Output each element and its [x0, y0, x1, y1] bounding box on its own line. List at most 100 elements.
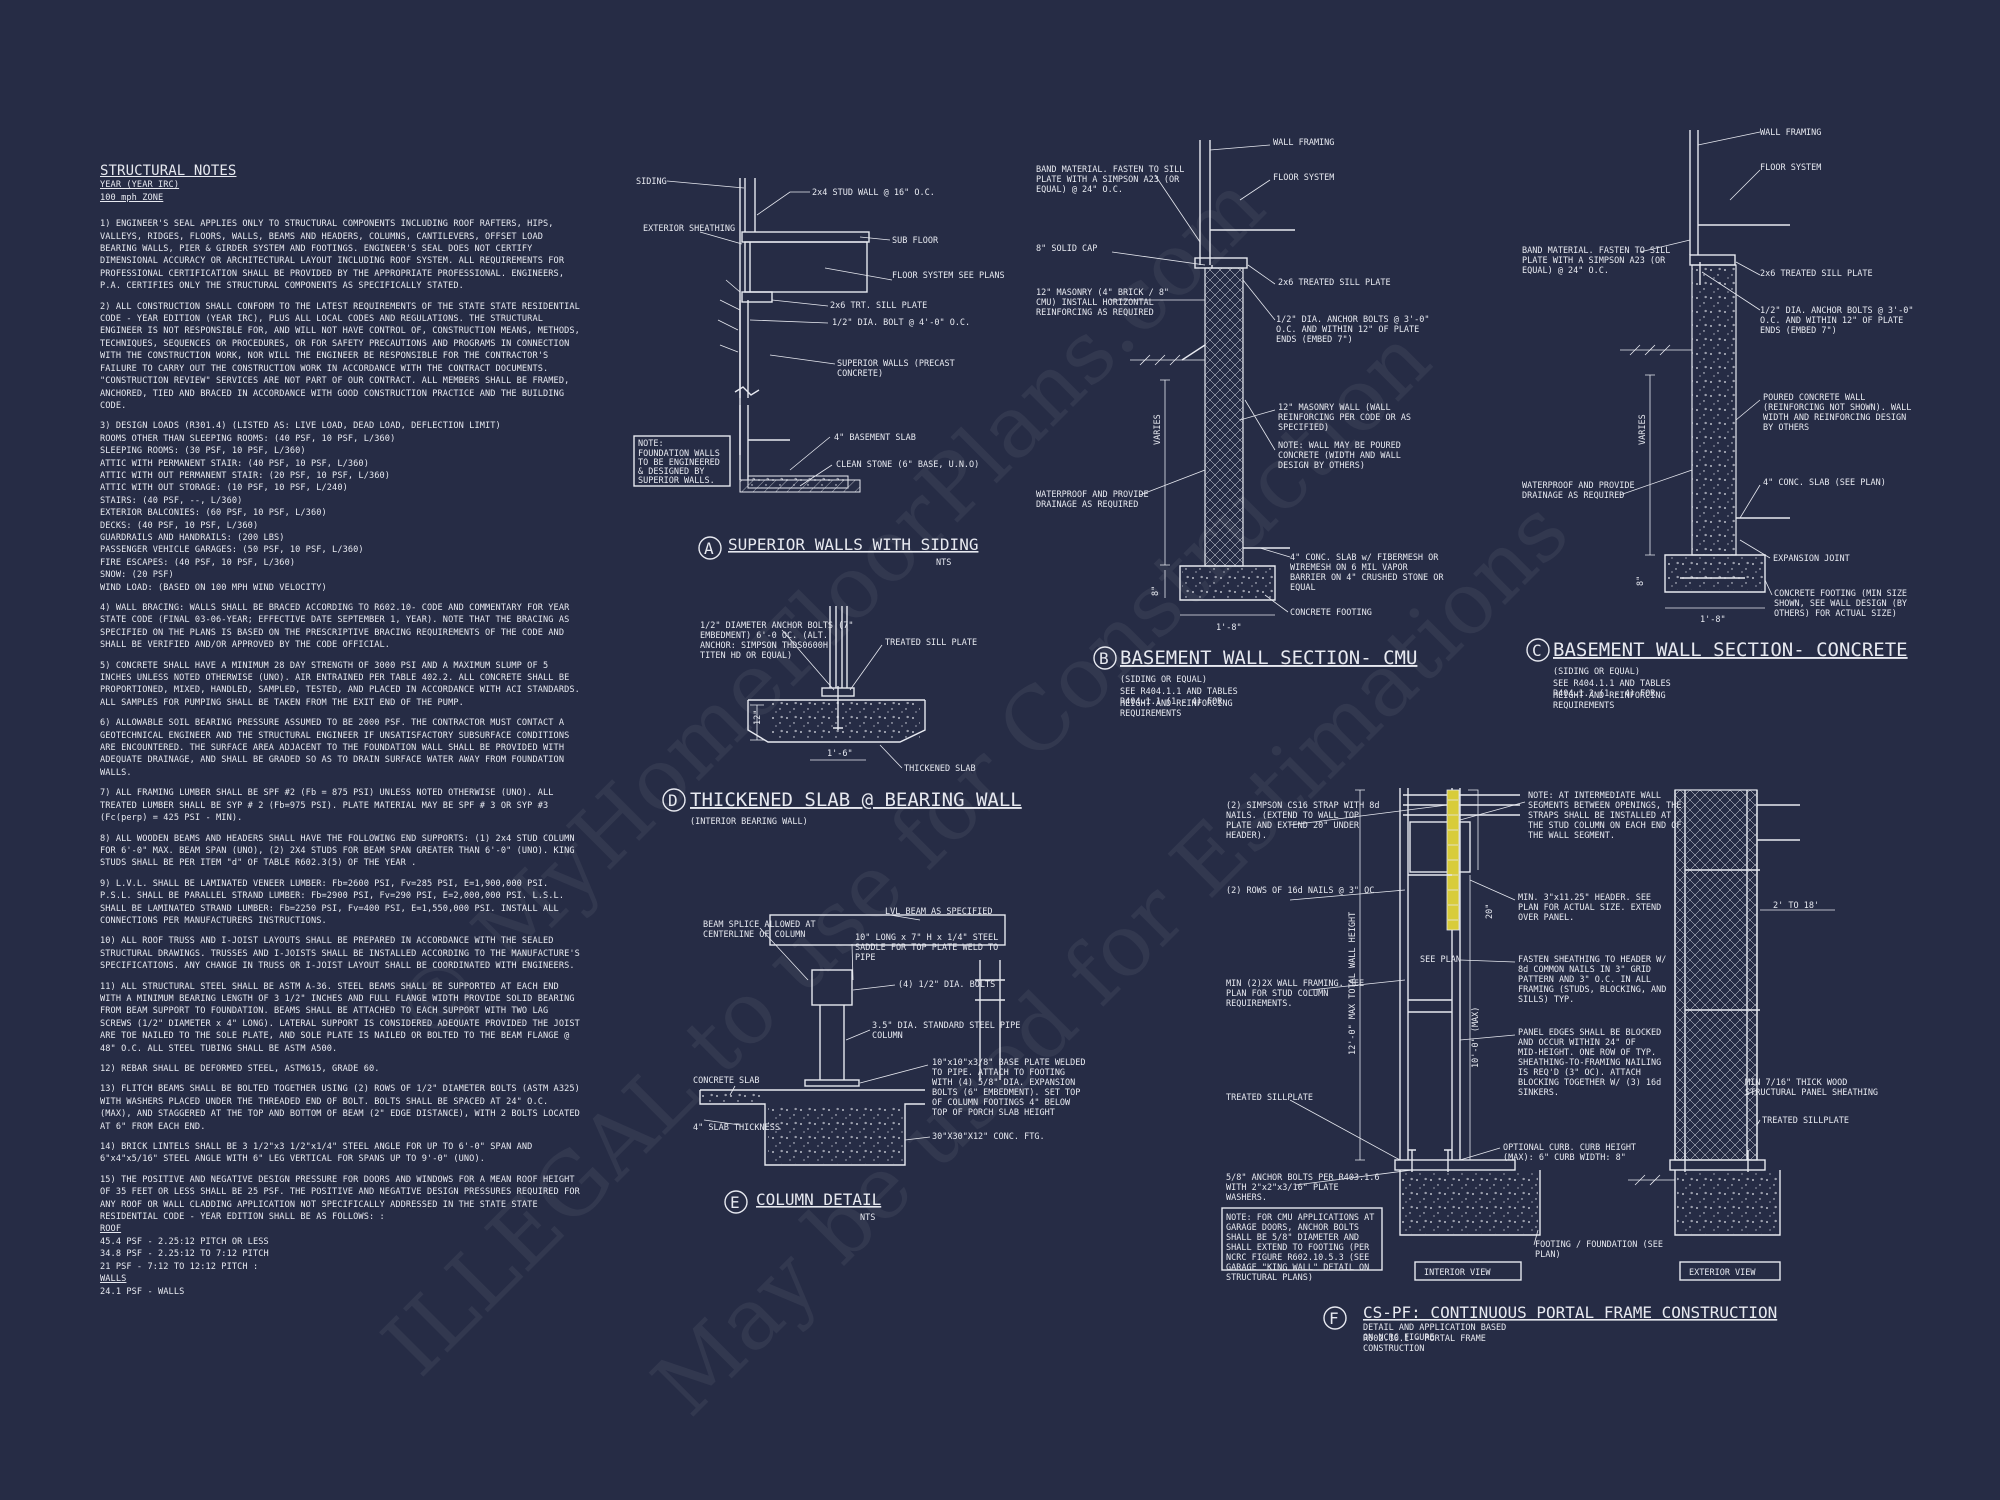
notes-code-year: YEAR (YEAR IRC) [100, 180, 180, 191]
detail-scale: NTS [936, 558, 951, 568]
detail-letter: A [704, 539, 714, 558]
label-anchor-bolts: 1/2" DIA. ANCHOR BOLTS @ 3'-0"O.C. AND W… [1276, 315, 1430, 345]
label-fasten-sheathing: FASTEN SHEATHING TO HEADER W/8d COMMON N… [1518, 955, 1666, 1005]
label-treated-sill: TREATED SILLPLATE [1226, 1093, 1313, 1103]
side-column [975, 960, 1005, 1080]
break-line [734, 386, 760, 396]
sill-plate [741, 291, 773, 303]
note-paragraph: 8) ALL WOODEN BEAMS AND HEADERS SHALL HA… [100, 833, 575, 869]
label-slab-thickness: 4" SLAB THICKNESS [693, 1123, 780, 1133]
detail-letter: B [1099, 649, 1109, 668]
interior-view-label: INTERIOR VIEW [1424, 1268, 1491, 1278]
label-sill-plate: 2x6 TREATED SILL PLATE [1760, 269, 1873, 279]
superior-walls-note-box [633, 435, 731, 487]
label-wall-framing: WALL FRAMING [1760, 128, 1821, 138]
label-lvl-beam: LVL BEAM AS SPECIFIED [885, 907, 992, 917]
note-paragraph: 15) THE POSITIVE AND NEGATIVE DESIGN PRE… [100, 1174, 580, 1223]
sub-floor [741, 231, 870, 243]
detail-subtitle: (SIDING OR EQUAL) [1120, 675, 1207, 685]
note-paragraph: 13) FLITCH BEAMS SHALL BE BOLTED TOGETHE… [100, 1084, 580, 1132]
label-footing-depth: 8" [1151, 586, 1161, 596]
exterior-view-label: EXTERIOR VIEW [1689, 1268, 1756, 1278]
saddle-plate [811, 969, 853, 1006]
load-item: SNOW: (20 PSF) [100, 570, 174, 581]
detail-letter: F [1329, 1309, 1339, 1328]
label-expansion-joint: EXPANSION JOINT [1773, 554, 1850, 564]
load-item: DECKS: (40 PSF, 10 PSF, L/360) [100, 520, 259, 531]
label-treated-sill-ext: TREATED SILLPLATE [1762, 1116, 1849, 1126]
label-conc-slab: 4" CONC. SLAB (SEE PLAN) [1763, 478, 1886, 488]
load-item: PASSENGER VEHICLE GARAGES: (50 PSF, 10 P… [100, 545, 364, 556]
note-paragraph: 2) ALL CONSTRUCTION SHALL CONFORM TO THE… [100, 301, 580, 411]
label-footing-width: 1'-8" [1216, 623, 1242, 633]
roof-item: 45.4 PSF - 2.25:12 PITCH OR LESS [100, 1236, 269, 1247]
note-line: FOUNDATION WALLS [638, 449, 720, 459]
label-footing-width: 1'-8" [1700, 615, 1726, 625]
label-width: 1'-6" [827, 749, 853, 759]
detail-letter: E [730, 1193, 740, 1212]
interior-view-box [1414, 1261, 1522, 1281]
note-line: & DESIGNED BY [638, 467, 705, 477]
load-item: SLEEPING ROOMS: (30 PSF, 10 PSF, L/360) [100, 446, 306, 457]
roof-item: 34.8 PSF - 2.25:12 TO 7:12 PITCH [100, 1249, 269, 1260]
label-rows-nails: (2) ROWS OF 16d NAILS @ 3" OC [1226, 886, 1374, 896]
label-span: 2' TO 18' [1773, 901, 1819, 911]
label-sill-plate: 2x6 TRT. SILL PLATE [830, 301, 927, 311]
label-varies: VARIES [1153, 414, 1163, 445]
label-max-height: 10'-0" (MAX) [1471, 1007, 1481, 1068]
detail-b: VARIES 8" 1'-8" BAND MATERIAL. FASTEN TO… [1036, 138, 1444, 719]
note-paragraph: 3) DESIGN LOADS (R301.4) (LISTED AS: LIV… [100, 421, 501, 432]
load-item: ROOMS OTHER THAN SLEEPING ROOMS: (40 PSF… [100, 433, 396, 444]
detail-title: COLUMN DETAIL [756, 1190, 881, 1209]
load-item: STAIRS: (40 PSF, --, L/360) [100, 495, 243, 506]
load-item: ATTIC WITH OUT STORAGE: (10 PSF, 10 PSF,… [100, 483, 348, 494]
label-sub-floor: SUB FLOOR [892, 236, 939, 246]
label-floor-system: FLOOR SYSTEM [1760, 163, 1821, 173]
detail-subtitle: (SIDING OR EQUAL) [1553, 667, 1640, 677]
label-masonry: 12" MASONRY (4" BRICK / 8"CMU) INSTALL H… [1036, 288, 1169, 318]
detail-f: 12'-0" MAX TOTAL WALL HEIGHT 10'-0" (MAX… [1221, 788, 1878, 1354]
detail-marker [724, 1190, 748, 1214]
label-optional-curb: OPTIONAL CURB. CURB HEIGHT(MAX): 6" CURB… [1503, 1143, 1636, 1163]
detail-a: NOTE: FOUNDATION WALLS TO BE ENGINEERED … [633, 177, 1005, 568]
note-paragraph: 11) ALL STRUCTURAL STEEL SHALL BE ASTM A… [100, 981, 580, 1054]
lvl-beam [769, 914, 1006, 946]
detail-marker [1093, 646, 1117, 670]
label-anchor-bolts: 1/2" DIAMETER ANCHOR BOLTS (7"EMBEDMENT)… [700, 621, 854, 661]
exterior-sheathing [1674, 789, 1758, 1161]
label-thickened-slab: THICKENED SLAB [904, 764, 976, 774]
load-item: GUARDRAILS AND HANDRAILS: (200 LBS) [100, 532, 285, 543]
load-item: EXTERIOR BALCONIES: (60 PSF, 10 PSF, L/3… [100, 508, 327, 519]
label-bolts: (4) 1/2" DIA. BOLTS [898, 980, 995, 990]
note-paragraph: 7) ALL FRAMING LUMBER SHALL BE SPF #2 (F… [100, 788, 554, 824]
load-item: WIND LOAD: (BASED ON 100 MPH WIND VELOCI… [100, 582, 327, 593]
label-bolt: 1/2" DIA. BOLT @ 4'-0" O.C. [832, 318, 970, 328]
label-poured-wall: POURED CONCRETE WALL(REINFORCING NOT SHO… [1763, 393, 1911, 433]
label-siding: SIDING [636, 177, 667, 187]
detail-letter: D [668, 791, 678, 810]
walls-label: WALLS [100, 1274, 127, 1285]
cmu-wall [1204, 267, 1244, 567]
